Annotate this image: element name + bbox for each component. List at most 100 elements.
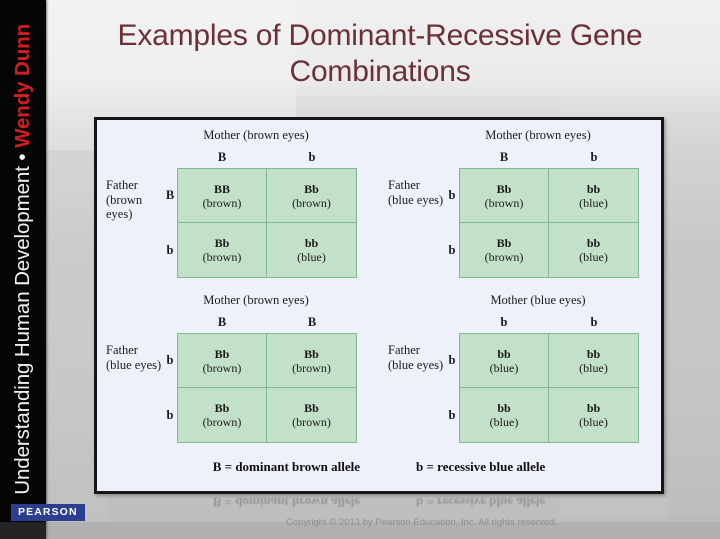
legend-recessive: b = recessive blue allele <box>416 459 546 474</box>
punnett-cell: Bb (brown) <box>178 388 267 442</box>
genotype: BB <box>213 181 230 196</box>
genotype: bb <box>586 346 601 361</box>
pearson-logo: PEARSON <box>11 504 85 521</box>
punnett-square-1: Mother (brown eyes) B b Father (brown ey… <box>97 120 379 285</box>
slide-bottom-strip <box>0 522 720 539</box>
mother-label: Mother (brown eyes) <box>485 128 591 142</box>
mother-allele-letters: B b <box>379 150 661 165</box>
genotype: Bb <box>496 236 512 250</box>
punnett-grid: bb (blue) bb (blue) bb (blue) bb (blue) <box>459 333 639 443</box>
mother-label: Mother (brown eyes) <box>203 128 309 142</box>
mother-allele-1: B <box>217 150 227 164</box>
punnett-grid: Bb (brown) bb (blue) Bb (brown) bb (blue… <box>459 168 639 278</box>
book-spine-sidebar: Understanding Human Development • Wendy … <box>0 0 85 539</box>
mother-allele-letters: B b <box>97 150 379 165</box>
father-allele-1: b <box>448 188 456 202</box>
father-allele-2: b <box>166 408 174 422</box>
legend-dominant: B = dominant brown allele <box>212 459 361 474</box>
father-allele-1: b <box>448 353 456 367</box>
genotype: Bb <box>214 401 230 415</box>
punnett-cell: Bb (brown) <box>267 388 356 442</box>
punnett-grid: BB (brown) Bb (brown) Bb (brown) bb (blu… <box>177 168 357 278</box>
phenotype: (brown) <box>292 195 331 210</box>
genotype: bb <box>586 181 601 196</box>
genotype: bb <box>497 401 511 415</box>
father-allele-2: b <box>166 243 174 257</box>
punnett-square-4: Mother (blue eyes) b b Father (blue eyes… <box>379 285 661 450</box>
phenotype: (brown) <box>202 250 242 264</box>
phenotype: (blue) <box>297 250 326 264</box>
father-allele-2: b <box>448 408 456 422</box>
mother-label: Mother (brown eyes) <box>203 293 309 307</box>
reflection-dominant: B = dominant brown allele <box>212 495 361 510</box>
father-allele-letters: b b <box>445 333 459 443</box>
mother-allele-2: B <box>307 315 317 329</box>
punnett-squares-grid: Mother (brown eyes) B b Father (brown ey… <box>97 120 661 450</box>
father-allele-letters: B b <box>163 168 177 278</box>
phenotype: (blue) <box>489 360 519 375</box>
punnett-cell: Bb (brown) <box>267 169 356 223</box>
father-label: Father (blue eyes) <box>388 343 444 372</box>
punnett-cell: bb (blue) <box>460 334 549 388</box>
punnett-cell: bb (blue) <box>549 388 638 442</box>
punnett-square-2: Mother (brown eyes) B b Father (blue eye… <box>379 120 661 285</box>
father-allele-1: b <box>166 353 174 367</box>
father-label: Father (blue eyes) <box>106 343 162 372</box>
mother-allele-2: b <box>590 315 598 329</box>
reflection-recessive: b = recessive blue allele <box>416 495 546 510</box>
punnett-cell: bb (blue) <box>549 334 638 388</box>
father-label: Father (brown eyes) <box>106 178 143 221</box>
genotype: Bb <box>214 346 230 361</box>
punnett-cell: Bb (brown) <box>460 169 549 223</box>
genotype: bb <box>497 346 511 361</box>
punnett-grid: Bb (brown) Bb (brown) Bb (brown) Bb (bro… <box>177 333 357 443</box>
punnett-cell: bb (blue) <box>460 388 549 442</box>
mother-allele-2: b <box>590 150 598 164</box>
separator-bullet: • <box>11 153 34 161</box>
genotype: Bb <box>304 401 319 415</box>
punnett-cell: bb (blue) <box>549 223 638 277</box>
punnett-square-3: Mother (brown eyes) B B Father (blue eye… <box>97 285 379 450</box>
mother-allele-1: b <box>500 315 508 329</box>
author-name: Wendy Dunn <box>11 24 34 149</box>
genotype: Bb <box>496 181 512 196</box>
slide-title: Examples of Dominant-Recessive Gene Comb… <box>117 19 643 88</box>
father-allele-letters: b b <box>445 168 459 278</box>
genotype: bb <box>586 401 601 415</box>
mother-allele-letters: b b <box>379 315 661 330</box>
punnett-cell: Bb (brown) <box>178 334 267 388</box>
genotype: Bb <box>304 181 319 196</box>
series-title: Understanding Human Development <box>11 166 34 495</box>
phenotype: (blue) <box>579 195 608 210</box>
mother-allele-2: b <box>308 150 316 164</box>
phenotype: (brown) <box>202 195 242 210</box>
phenotype: (brown) <box>292 415 331 429</box>
mother-allele-1: B <box>217 315 227 329</box>
phenotype: (brown) <box>484 195 524 210</box>
father-allele-2: b <box>448 243 456 257</box>
punnett-cell: BB (brown) <box>178 169 267 223</box>
phenotype: (brown) <box>202 415 242 429</box>
phenotype: (brown) <box>484 250 524 264</box>
punnett-cell: Bb (brown) <box>178 223 267 277</box>
punnett-cell: Bb (brown) <box>267 334 356 388</box>
punnett-cell: bb (blue) <box>549 169 638 223</box>
mother-allele-1: B <box>499 150 509 164</box>
phenotype: (blue) <box>579 360 608 375</box>
genotype: bb <box>586 236 601 250</box>
father-allele-1: B <box>165 188 175 202</box>
phenotype: (brown) <box>292 360 331 375</box>
phenotype: (blue) <box>579 250 608 264</box>
mother-allele-letters: B B <box>97 315 379 330</box>
father-allele-letters: b b <box>163 333 177 443</box>
father-label: Father (blue eyes) <box>388 178 444 207</box>
genotype: Bb <box>304 346 319 361</box>
punnett-cell: Bb (brown) <box>460 223 549 277</box>
phenotype: (blue) <box>579 415 608 429</box>
copyright-notice: Copyright © 2013 by Pearson Education, I… <box>286 517 558 528</box>
phenotype: (brown) <box>202 360 242 375</box>
phenotype: (blue) <box>489 415 519 429</box>
sidebar-vertical-text: Understanding Human Development • Wendy … <box>0 24 46 495</box>
allele-legend: B = dominant brown allele b = recessive … <box>97 459 661 475</box>
